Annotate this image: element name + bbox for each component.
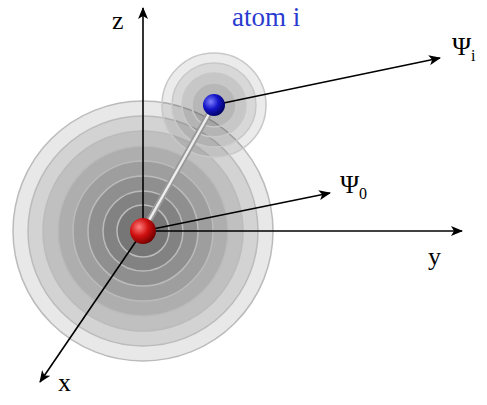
vector-symbol: Ψ <box>452 34 471 60</box>
atom-i <box>203 94 225 116</box>
axis-label: x <box>58 370 71 396</box>
axis-label: y <box>428 244 441 270</box>
psi-0-vector <box>143 193 330 231</box>
axes <box>40 8 462 382</box>
vector-subscript: i <box>471 48 475 64</box>
bond <box>143 105 214 231</box>
bond-highlight <box>143 105 214 231</box>
central-atom <box>130 218 156 244</box>
psi-i-vector <box>214 58 440 105</box>
atom-i-shells <box>162 53 266 157</box>
atom-label: atom i <box>232 4 300 31</box>
vector-symbol: Ψ <box>340 172 359 198</box>
axis-label: z <box>112 8 124 34</box>
vector-subscript: 0 <box>359 186 367 202</box>
